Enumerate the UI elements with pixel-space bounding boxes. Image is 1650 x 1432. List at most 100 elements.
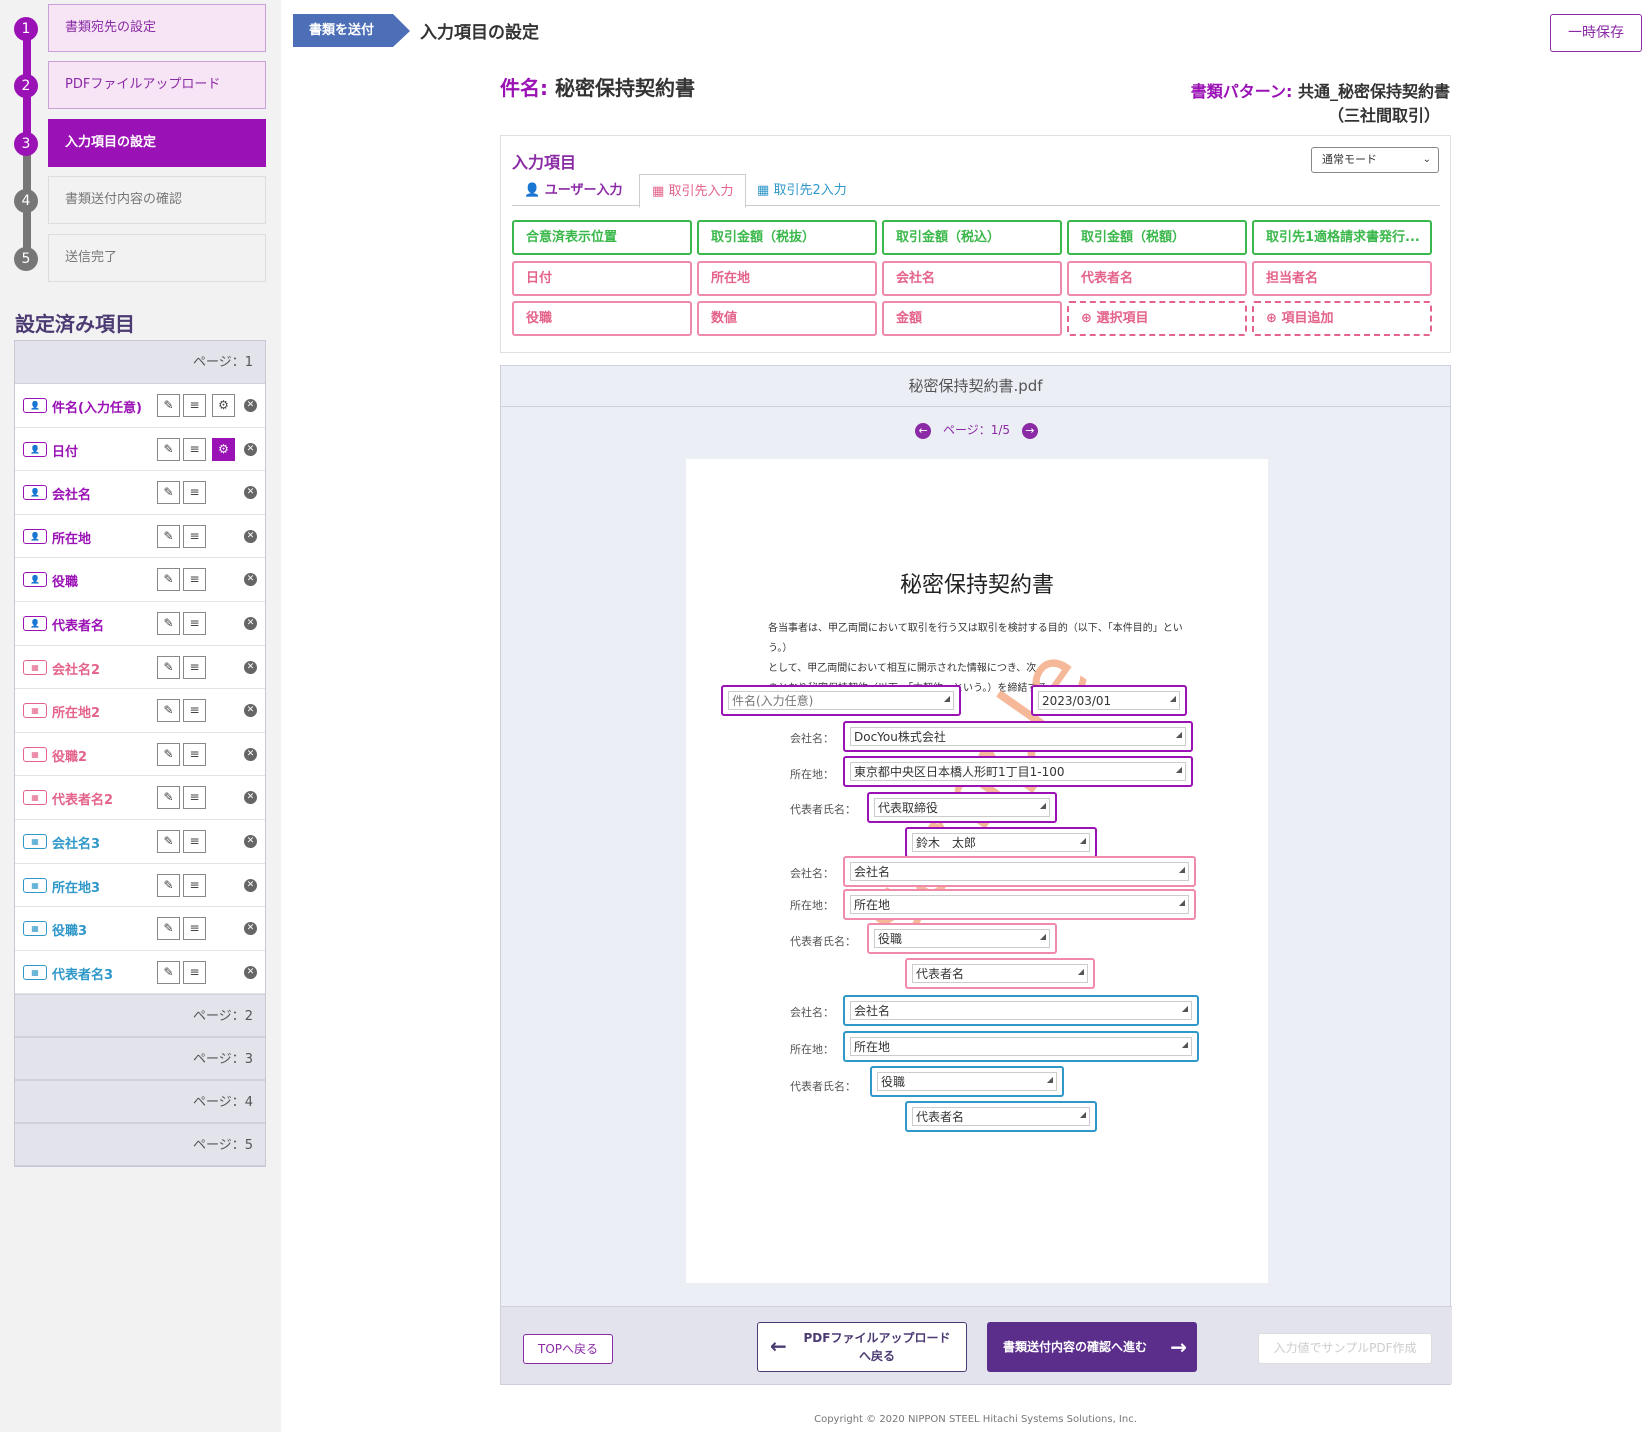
- list-icon[interactable]: ≡: [183, 960, 206, 984]
- close-icon[interactable]: ✕: [244, 442, 257, 456]
- step-label[interactable]: 書類宛先の設定: [48, 4, 266, 52]
- top-back-button[interactable]: TOPへ戻る: [523, 1334, 613, 1364]
- settings-item[interactable]: 👤所在地✎≡✕: [15, 515, 265, 559]
- field-button[interactable]: 金額: [882, 301, 1062, 336]
- settings-item-label[interactable]: 代表者名2: [52, 793, 114, 809]
- settings-item-label[interactable]: 会社名3: [52, 836, 101, 852]
- pencil-icon[interactable]: ✎: [157, 437, 180, 461]
- settings-item-label[interactable]: 代表者名3: [52, 967, 114, 983]
- add-item-button[interactable]: ⊕ 項目追加: [1252, 301, 1432, 336]
- pdf-field-subject[interactable]: 件名(入力任意)◢: [721, 685, 961, 716]
- settings-item[interactable]: ▦役職2✎≡✕: [15, 733, 265, 777]
- close-icon[interactable]: ✕: [244, 486, 257, 500]
- tab-user-input[interactable]: 👤 ユーザー入力: [512, 174, 634, 208]
- field-button[interactable]: 取引金額（税込）: [882, 220, 1062, 255]
- list-icon[interactable]: ≡: [183, 699, 206, 723]
- close-icon[interactable]: ✕: [244, 704, 257, 718]
- pdf-field-address3[interactable]: 所在地◢: [843, 1031, 1199, 1062]
- field-button[interactable]: 合意済表示位置: [512, 220, 692, 255]
- settings-item-label[interactable]: 役職2: [52, 749, 88, 765]
- pdf-field-company3[interactable]: 会社名◢: [843, 995, 1199, 1026]
- close-icon[interactable]: ✕: [244, 834, 257, 848]
- pencil-icon[interactable]: ✎: [157, 611, 180, 635]
- field-button[interactable]: 取引先1適格請求書発行...: [1252, 220, 1432, 255]
- settings-item[interactable]: ▦所在地3✎≡✕: [15, 864, 265, 908]
- page-header-1[interactable]: ページ：1: [15, 341, 265, 384]
- tab-partner2-input[interactable]: ▦ 取引先2入力: [745, 174, 859, 208]
- step-label[interactable]: 入力項目の設定: [48, 119, 266, 167]
- field-button[interactable]: 所在地: [697, 261, 877, 296]
- settings-item[interactable]: ▦会社名2✎≡✕: [15, 646, 265, 690]
- pdf-field-title[interactable]: 代表取締役◢: [867, 792, 1057, 823]
- pencil-icon[interactable]: ✎: [157, 873, 180, 897]
- settings-item[interactable]: ▦会社名3✎≡✕: [15, 820, 265, 864]
- list-icon[interactable]: ≡: [183, 611, 206, 635]
- prev-page-icon[interactable]: ←: [915, 422, 932, 439]
- list-icon[interactable]: ≡: [183, 742, 206, 766]
- next-page-icon[interactable]: →: [1021, 422, 1038, 439]
- pencil-icon[interactable]: ✎: [157, 786, 180, 810]
- settings-item-label[interactable]: 会社名: [52, 488, 92, 504]
- field-button[interactable]: 数値: [697, 301, 877, 336]
- pencil-icon[interactable]: ✎: [157, 742, 180, 766]
- list-icon[interactable]: ≡: [183, 873, 206, 897]
- pdf-field-address[interactable]: 東京都中央区日本橋人形町1丁目1-100◢: [843, 756, 1193, 787]
- close-icon[interactable]: ✕: [244, 529, 257, 543]
- settings-item-label[interactable]: 件名(入力任意): [52, 401, 142, 416]
- close-icon[interactable]: ✕: [244, 791, 257, 805]
- step-2[interactable]: 2 PDFファイルアップロード: [0, 61, 281, 111]
- close-icon[interactable]: ✕: [244, 399, 257, 412]
- pdf-field-date[interactable]: 2023/03/01◢: [1031, 685, 1187, 716]
- settings-item[interactable]: ▦所在地2✎≡✕: [15, 689, 265, 733]
- list-icon[interactable]: ≡: [183, 394, 206, 417]
- gear-icon[interactable]: ⚙: [212, 437, 235, 461]
- pencil-icon[interactable]: ✎: [157, 481, 180, 505]
- settings-item[interactable]: ▦代表者名2✎≡✕: [15, 776, 265, 820]
- close-icon[interactable]: ✕: [244, 616, 257, 630]
- tab-partner-input[interactable]: ▦ 取引先入力: [639, 174, 747, 208]
- list-icon[interactable]: ≡: [183, 524, 206, 548]
- pencil-icon[interactable]: ✎: [157, 568, 180, 592]
- field-button[interactable]: 取引金額（税抜）: [697, 220, 877, 255]
- list-icon[interactable]: ≡: [183, 917, 206, 941]
- page-header-2[interactable]: ページ：2: [15, 994, 265, 1038]
- settings-item-label[interactable]: 所在地3: [52, 880, 101, 896]
- field-button[interactable]: 代表者名: [1067, 261, 1247, 296]
- settings-item-label[interactable]: 日付: [52, 444, 79, 460]
- close-icon[interactable]: ✕: [244, 660, 257, 674]
- field-button[interactable]: 取引金額（税額）: [1067, 220, 1247, 255]
- proceed-confirm-button[interactable]: 書類送付内容の確認へ進む →: [987, 1322, 1197, 1372]
- gear-icon[interactable]: ⚙: [212, 394, 235, 417]
- settings-item-label[interactable]: 所在地: [52, 531, 92, 547]
- mode-select[interactable]: 通常モード ⌄: [1311, 147, 1439, 173]
- select-item-button[interactable]: ⊕ 選択項目: [1067, 301, 1247, 336]
- close-icon[interactable]: ✕: [244, 747, 257, 761]
- list-icon[interactable]: ≡: [183, 437, 206, 461]
- sample-pdf-button[interactable]: 入力値でサンプルPDF作成: [1258, 1333, 1432, 1364]
- field-button[interactable]: 担当者名: [1252, 261, 1432, 296]
- pdf-field-title3[interactable]: 役職◢: [870, 1066, 1064, 1097]
- pdf-field-rep-name2[interactable]: 代表者名◢: [905, 958, 1095, 989]
- temp-save-button[interactable]: 一時保存: [1550, 14, 1642, 52]
- settings-item-label[interactable]: 代表者名: [52, 618, 105, 634]
- settings-item[interactable]: 👤件名(入力任意)✎≡⚙✕: [15, 384, 265, 428]
- pencil-icon[interactable]: ✎: [157, 699, 180, 723]
- settings-item-label[interactable]: 所在地2: [52, 706, 101, 722]
- list-icon[interactable]: ≡: [183, 568, 206, 592]
- settings-item[interactable]: ▦役職3✎≡✕: [15, 907, 265, 951]
- pencil-icon[interactable]: ✎: [157, 960, 180, 984]
- close-icon[interactable]: ✕: [244, 965, 257, 979]
- pdf-field-company2[interactable]: 会社名◢: [843, 856, 1196, 887]
- settings-item-label[interactable]: 会社名2: [52, 662, 101, 678]
- settings-item-label[interactable]: 役職3: [52, 924, 88, 940]
- pencil-icon[interactable]: ✎: [157, 655, 180, 679]
- pencil-icon[interactable]: ✎: [157, 394, 180, 417]
- list-icon[interactable]: ≡: [183, 655, 206, 679]
- list-icon[interactable]: ≡: [183, 786, 206, 810]
- pdf-field-rep-name3[interactable]: 代表者名◢: [905, 1101, 1097, 1132]
- settings-item[interactable]: 👤役職✎≡✕: [15, 558, 265, 602]
- settings-item-label[interactable]: 役職: [52, 575, 79, 591]
- page-header-5[interactable]: ページ：5: [15, 1123, 265, 1167]
- settings-item[interactable]: 👤会社名✎≡✕: [15, 471, 265, 515]
- page-header-4[interactable]: ページ：4: [15, 1080, 265, 1124]
